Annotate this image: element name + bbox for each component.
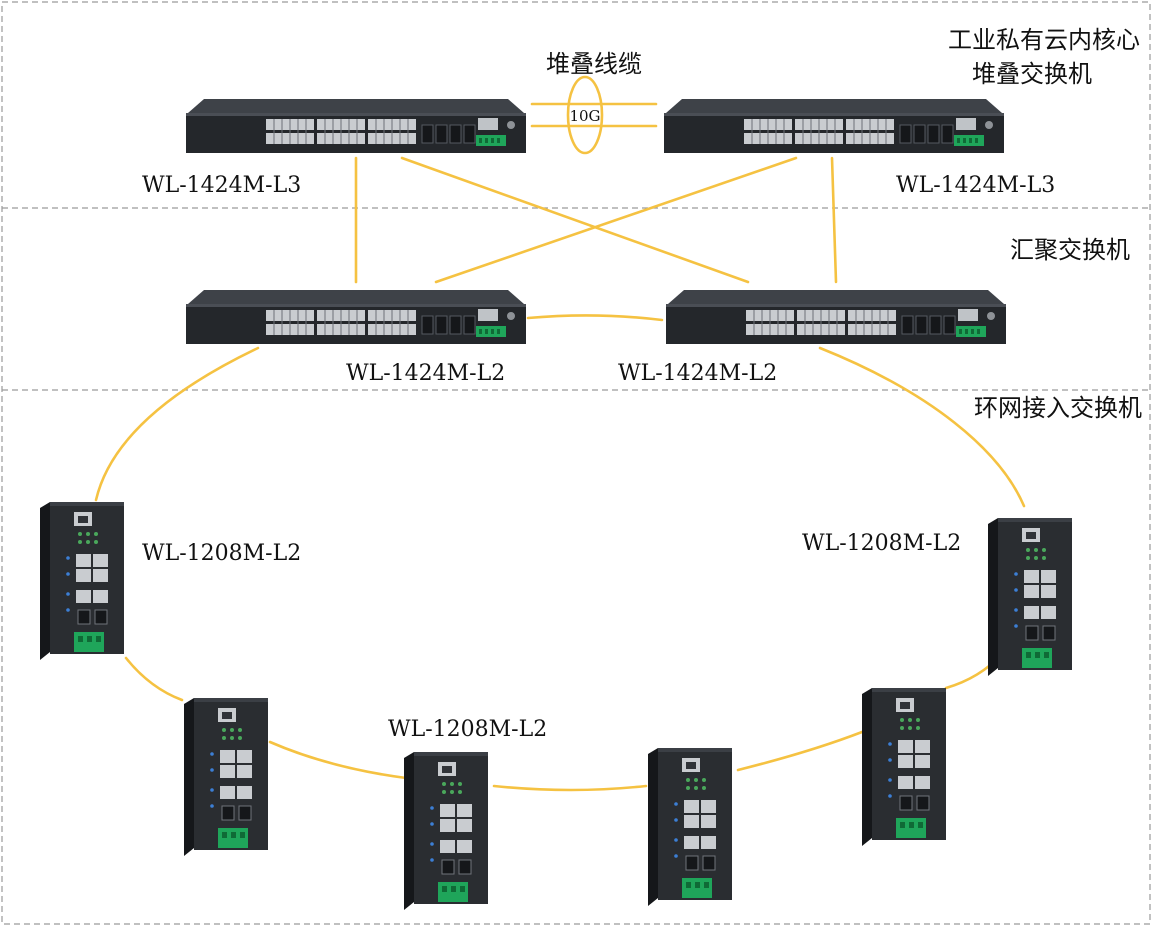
core-switch-right (663, 98, 1005, 154)
ring-din2-to-din3 (268, 740, 408, 780)
stack-speed-label: 10G (569, 107, 600, 125)
link-agg-interconnect (526, 314, 664, 322)
ring-switch-6 (987, 517, 1073, 677)
ring-switch-5 (861, 687, 947, 847)
model-label-core-left: WL-1424M-L3 (142, 173, 301, 198)
model-label-ring-left: WL-1208M-L2 (142, 541, 301, 566)
ring-switch-3 (403, 751, 489, 911)
ring-din1-to-din2 (124, 656, 184, 702)
ring-switch-2 (183, 697, 269, 857)
agg-switch-left (185, 289, 527, 345)
tier-label-core-line2: 堆叠交换机 (972, 60, 1092, 88)
model-label-agg-left: WL-1424M-L2 (346, 361, 505, 386)
tier-label-access: 环网接入交换机 (974, 394, 1142, 422)
model-label-ring-bottom: WL-1208M-L2 (388, 717, 547, 742)
tier-label-core-line1: 工业私有云内核心 (948, 26, 1140, 54)
links (94, 102, 1026, 792)
link-core-left-agg-right (400, 156, 750, 284)
ring-switch-4 (647, 747, 733, 907)
model-label-core-right: WL-1424M-L3 (896, 173, 1055, 198)
ring-switch-1 (39, 501, 125, 661)
ring-agg-left-to-din1 (94, 346, 260, 502)
stack-cable-title: 堆叠线缆 (546, 50, 642, 78)
stack-cable-bundle (566, 75, 604, 155)
ring-din4-to-din5 (736, 730, 864, 772)
link-core-right-agg-right (830, 156, 838, 284)
ring-agg-right-to-din6 (818, 346, 1026, 508)
agg-switch-right (665, 289, 1007, 345)
ring-din3-to-din4 (492, 784, 648, 792)
link-core-right-agg-left (434, 156, 798, 284)
tier-label-aggregation: 汇聚交换机 (1010, 236, 1130, 264)
core-switch-left (185, 98, 527, 154)
model-label-agg-right: WL-1424M-L2 (618, 361, 777, 386)
model-label-ring-right: WL-1208M-L2 (802, 531, 961, 556)
